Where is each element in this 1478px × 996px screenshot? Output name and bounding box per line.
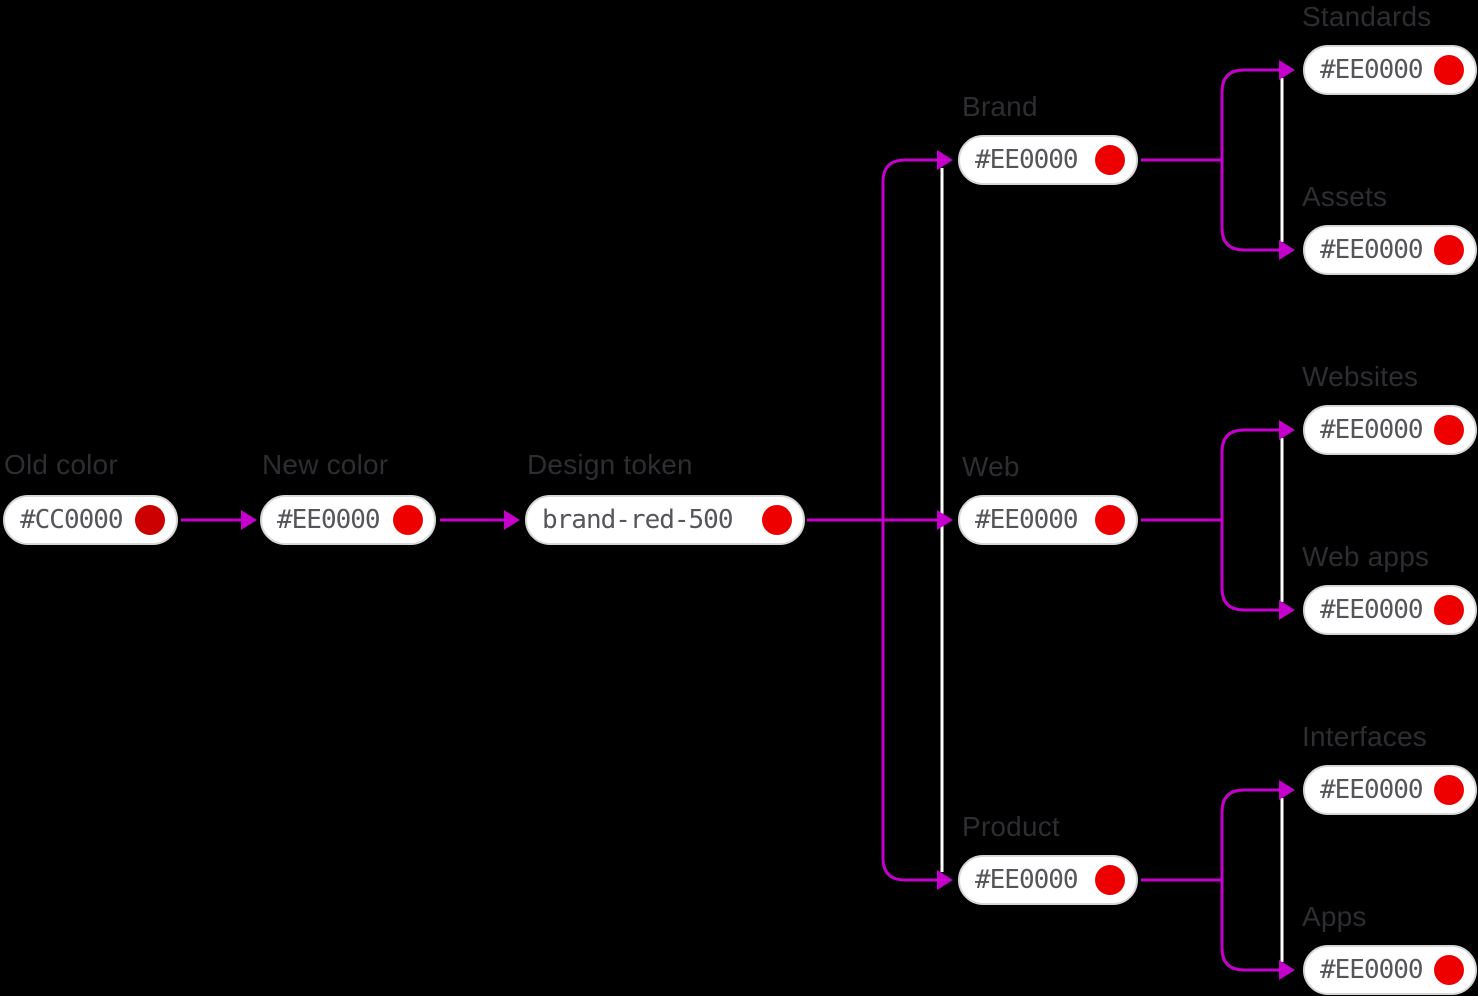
color-value: #EE0000 [1320, 235, 1424, 265]
node-label-brand: Brand [962, 91, 1038, 122]
color-value: #EE0000 [1320, 595, 1424, 625]
color-swatch [1434, 415, 1464, 445]
arrowheads [241, 60, 1295, 980]
node-label-websites: Websites [1302, 361, 1419, 392]
node-label-interfaces: Interfaces [1302, 721, 1427, 752]
color-swatch [1434, 235, 1464, 265]
color-swatch [1095, 145, 1125, 175]
node-label-standards: Standards [1302, 1, 1432, 32]
color-value: #CC0000 [20, 505, 124, 535]
magenta-connectors [181, 68, 1281, 972]
color-value: #EE0000 [1320, 775, 1424, 805]
node-pill-brand: #EE0000 [958, 135, 1138, 185]
node-label-web: Web [962, 451, 1020, 482]
color-swatch [762, 505, 792, 535]
color-value: #EE0000 [277, 505, 381, 535]
color-swatch [393, 505, 423, 535]
color-swatch [1434, 595, 1464, 625]
color-value: #EE0000 [975, 145, 1079, 175]
node-label-product: Product [962, 811, 1060, 842]
node-pill-interfaces: #EE0000 [1303, 765, 1477, 815]
node-pill-design-token: brand-red-500 [525, 495, 805, 545]
color-value: #EE0000 [975, 865, 1079, 895]
node-pill-assets: #EE0000 [1303, 225, 1477, 275]
node-pill-web: #EE0000 [958, 495, 1138, 545]
node-pill-websites: #EE0000 [1303, 405, 1477, 455]
color-value: #EE0000 [1320, 55, 1424, 85]
node-pill-standards: #EE0000 [1303, 45, 1477, 95]
color-swatch [1095, 505, 1125, 535]
color-value: #EE0000 [975, 505, 1079, 535]
color-swatch [1434, 775, 1464, 805]
node-label-web-apps: Web apps [1302, 541, 1430, 572]
color-swatch [1434, 55, 1464, 85]
node-label-assets: Assets [1302, 181, 1388, 212]
node-pill-web-apps: #EE0000 [1303, 585, 1477, 635]
color-value: #EE0000 [1320, 955, 1424, 985]
color-swatch [1095, 865, 1125, 895]
node-label-new-color: New color [262, 449, 389, 480]
node-pill-new-color: #EE0000 [260, 495, 436, 545]
node-pill-old-color: #CC0000 [3, 495, 178, 545]
color-value: #EE0000 [1320, 415, 1424, 445]
color-swatch [135, 505, 165, 535]
token-value: brand-red-500 [542, 505, 733, 535]
node-label-design-token: Design token [527, 449, 693, 480]
color-swatch [1434, 955, 1464, 985]
node-label-apps: Apps [1302, 901, 1367, 932]
node-label-old-color: Old color [4, 449, 118, 480]
node-pill-product: #EE0000 [958, 855, 1138, 905]
node-pill-apps: #EE0000 [1303, 945, 1477, 995]
